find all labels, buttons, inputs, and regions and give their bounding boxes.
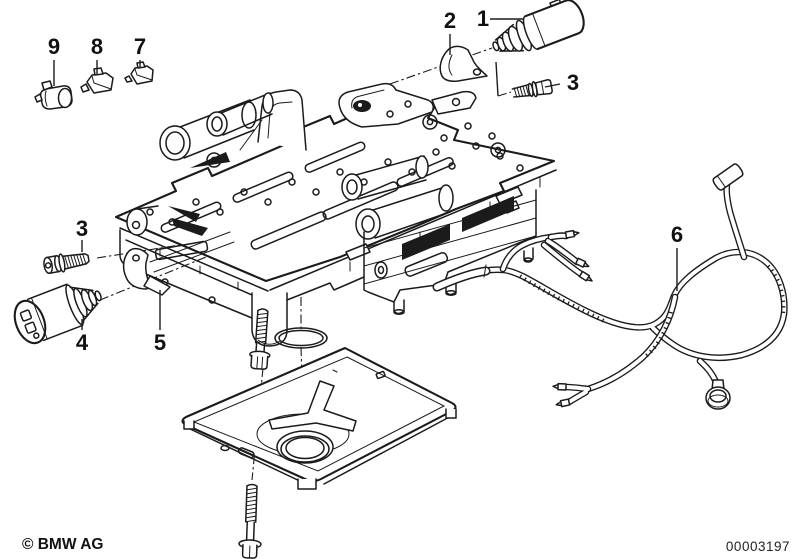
bracket-5	[122, 247, 171, 296]
callout-3-left[interactable]: 3	[75, 216, 89, 241]
leader-lines	[53, 18, 678, 330]
callout-2[interactable]: 2	[443, 8, 457, 33]
bolt-upper	[249, 308, 271, 370]
bolt-lower	[238, 483, 262, 559]
callout-8[interactable]: 8	[90, 34, 104, 59]
round-connector	[705, 379, 731, 410]
screw-3-upper	[511, 79, 553, 98]
callout-6[interactable]: 6	[670, 222, 684, 247]
bracket-2	[439, 45, 499, 97]
callout-9[interactable]: 9	[47, 34, 61, 59]
callout-3-upper[interactable]: 3	[566, 70, 580, 95]
callout-1[interactable]: 1	[476, 6, 490, 31]
callout-7[interactable]: 7	[133, 34, 147, 59]
clip-8	[80, 67, 114, 94]
cable-harness-6	[432, 163, 788, 410]
figure-number: 00003197	[725, 539, 790, 554]
solenoid-valve-1	[492, 0, 585, 52]
clip-7	[124, 61, 154, 85]
top-connector	[712, 163, 744, 191]
tube-boss	[159, 92, 454, 240]
spade-terminal	[552, 229, 593, 408]
copyright-text: © BMW AG	[22, 536, 104, 553]
callout-4[interactable]: 4	[75, 330, 89, 355]
clip-9	[34, 80, 73, 110]
o-ring	[274, 327, 328, 349]
solenoid-valve-4	[13, 283, 102, 345]
callout-5[interactable]: 5	[153, 330, 167, 355]
valve-body	[114, 82, 557, 347]
oil-strainer-pan	[181, 346, 457, 490]
screw-3-left	[43, 253, 90, 275]
